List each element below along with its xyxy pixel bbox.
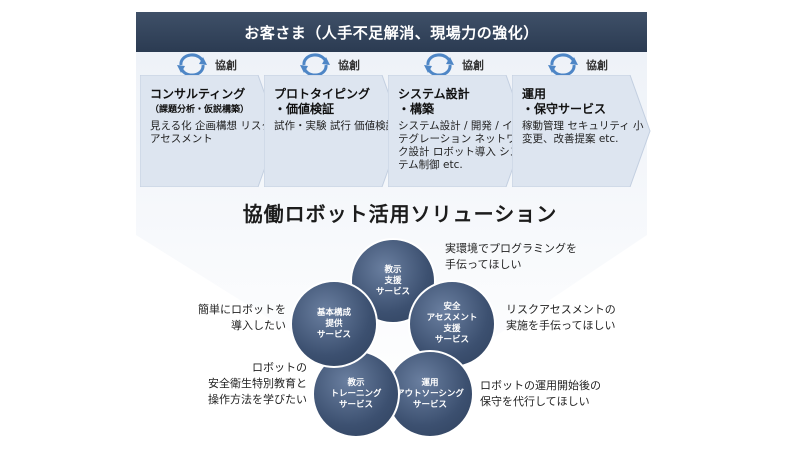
need-maintenance: ロボットの運用開始後の 保守を代行してほしい xyxy=(480,379,601,408)
phase-items: 稼動管理 セキュリティ 小変更、改善提案 etc. xyxy=(522,120,644,145)
cocreation-label: 協創 xyxy=(586,59,608,72)
need-safety-training: ロボットの 安全衛生特別教育と 操作方法を学びたい xyxy=(208,361,307,406)
phase-items: システム設計 / 開発 / インテグレーション ネットワーク設計 ロボット導入 … xyxy=(398,120,528,171)
phase-title: 運用 ・保守サービス xyxy=(522,87,607,116)
phase-title: プロトタイピング ・価値検証 xyxy=(274,87,371,116)
phase-title: コンサルティング xyxy=(150,87,246,101)
phase-items: 試作・実験 試行 価値検証 xyxy=(274,120,397,132)
phase-system-design: システム設計 ・構築 システム設計 / 開発 / インテグレーション ネットワー… xyxy=(388,75,528,187)
cocreation-label: 協創 xyxy=(215,59,237,72)
solution-title: 協働ロボット活用ソリューション xyxy=(242,202,558,226)
cocreation-label: 協創 xyxy=(338,59,360,72)
phase-title: システム設計 ・構築 xyxy=(398,87,470,116)
phase-operation: 運用 ・保守サービス 稼動管理 セキュリティ 小変更、改善提案 etc. xyxy=(512,75,652,187)
need-risk-assessment: リスクアセスメントの 実施を手伝ってほしい xyxy=(506,303,616,332)
phase-items: 見える化 企画構想 リスクアセスメント xyxy=(150,120,272,145)
service-safety-assessment: 安全 アセスメント 支援 サービス xyxy=(408,280,496,368)
service-teaching-training: 教示 トレーニング サービス xyxy=(312,350,400,438)
service-basic-configuration: 基本構成 提供 サービス xyxy=(290,280,378,368)
phase-subtitle: （課題分析・仮説構築） xyxy=(150,105,250,115)
need-easy-introduction: 簡単にロボットを 導入したい xyxy=(198,303,286,332)
phase-prototyping: プロトタイピング ・価値検証 試作・実験 試行 価値検証 xyxy=(264,75,404,187)
phase-consulting: コンサルティング （課題分析・仮説構築） 見える化 企画構想 リスクアセスメント xyxy=(140,75,280,187)
customer-banner: お客さま（人手不足解消、現場力の強化） xyxy=(136,12,647,52)
need-programming: 実環境でプログラミングを 手伝ってほしい xyxy=(445,242,577,271)
service-operation-outsourcing: 運用 アウトソーシング サービス xyxy=(386,350,474,438)
cocreation-label: 協創 xyxy=(462,59,484,72)
